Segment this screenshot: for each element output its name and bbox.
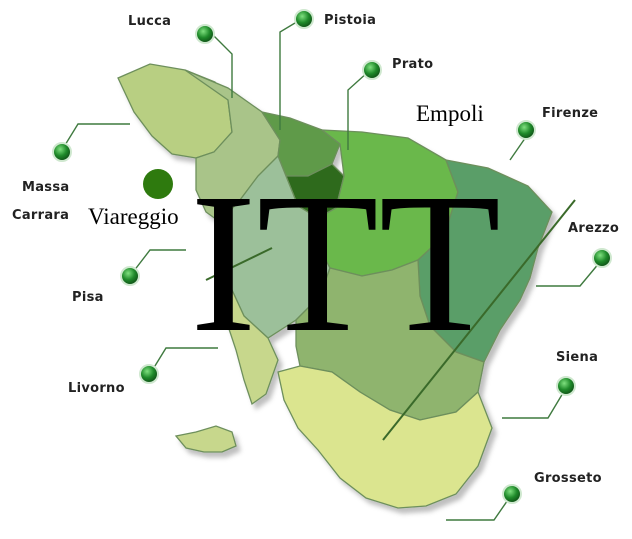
marker-massa-carrara[interactable] bbox=[52, 142, 72, 162]
marker-pistoia[interactable] bbox=[294, 9, 314, 29]
marker-pisa[interactable] bbox=[120, 266, 140, 286]
diagonal-line-east bbox=[382, 199, 576, 441]
marker-siena[interactable] bbox=[556, 376, 576, 396]
leader-livorno bbox=[149, 347, 218, 375]
marker-firenze[interactable] bbox=[516, 120, 536, 140]
marker-lucca[interactable] bbox=[195, 24, 215, 44]
label-pisa[interactable]: Pisa bbox=[72, 290, 104, 305]
city-markers bbox=[52, 9, 612, 504]
label-siena[interactable]: Siena bbox=[556, 350, 598, 365]
label-firenze[interactable]: Firenze bbox=[542, 106, 598, 121]
label-livorno[interactable]: Livorno bbox=[68, 381, 125, 396]
label-empoli[interactable]: Empoli bbox=[416, 101, 484, 126]
leader-massa bbox=[61, 123, 130, 151]
label-lucca[interactable]: Lucca bbox=[128, 14, 171, 29]
region-arezzo bbox=[417, 159, 553, 363]
region-massa-carrara bbox=[117, 63, 233, 159]
marker-viareggio[interactable] bbox=[143, 169, 173, 199]
label-prato[interactable]: Prato bbox=[392, 57, 433, 72]
leader-pistoia bbox=[279, 19, 301, 130]
label-arezzo[interactable]: Arezzo bbox=[568, 221, 619, 236]
leader-grosseto bbox=[446, 493, 513, 521]
regions-group bbox=[117, 63, 553, 509]
leader-prato bbox=[347, 71, 369, 150]
label-carrara[interactable]: Carrara bbox=[12, 208, 69, 223]
label-viareggio[interactable]: Viareggio bbox=[88, 204, 179, 229]
marker-arezzo[interactable] bbox=[592, 248, 612, 268]
leader-lucca bbox=[211, 33, 233, 98]
leader-arezzo bbox=[536, 261, 601, 287]
city-labels: Lucca Pistoia Prato Empoli Firenze Massa… bbox=[12, 13, 619, 486]
label-grosseto[interactable]: Grosseto bbox=[534, 471, 602, 486]
leader-lines bbox=[61, 19, 601, 521]
label-massa[interactable]: Massa bbox=[22, 180, 69, 195]
region-livorno bbox=[223, 288, 279, 406]
marker-livorno[interactable] bbox=[139, 364, 159, 384]
label-pistoia[interactable]: Pistoia bbox=[324, 13, 376, 28]
island-elba bbox=[174, 425, 237, 453]
leader-siena bbox=[502, 387, 567, 419]
leader-pisa bbox=[129, 249, 186, 277]
marker-prato[interactable] bbox=[362, 60, 382, 80]
watermark-itt: ITT bbox=[190, 153, 501, 374]
diagonal-line-west bbox=[205, 247, 273, 281]
marker-grosseto[interactable] bbox=[502, 484, 522, 504]
